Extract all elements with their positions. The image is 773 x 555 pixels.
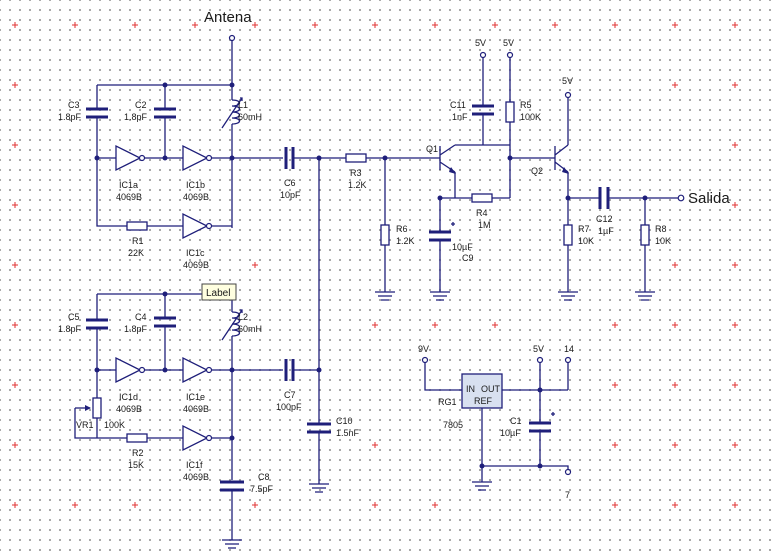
top-oscillator [86,34,283,240]
r8-value: 10K [655,236,671,246]
r3-ref: R3 [350,168,362,178]
ic1f-value: 4069B [183,472,209,482]
c7-ref: C7 [284,390,296,400]
c10-ref: C10 [336,416,353,426]
r4-ref: R4 [476,208,488,218]
q2-stage [554,91,685,301]
c5-ref: C5 [68,312,80,322]
output-label: Salida [688,190,730,207]
vr1-value: 100K [104,420,125,430]
ic1c-ref: IC1c [186,248,205,258]
c7-value: 100pF [276,402,302,412]
c11-ref: C11 [450,100,466,110]
ic1b-ref: IC1b [186,180,205,190]
grid-origin-marks [12,22,738,508]
pin-7: 7 [565,490,570,500]
r2-value: 15K [128,460,144,470]
c10-value: 1.5nF [336,428,360,438]
c9-ref: C9 [462,253,474,263]
r7-ref: R7 [578,224,590,234]
c11-value: 1nF [452,112,468,122]
l1-ref: L1 [238,100,248,110]
net-label-box[interactable]: Label [201,283,237,301]
c1-value: 10µF [500,428,521,438]
antenna-label: Antena [204,9,252,26]
r4-value: 1M [478,220,491,230]
q2-ref: Q2 [531,166,543,176]
vr1-ref: VR1 [76,420,94,430]
q1-stage [429,51,555,301]
c12-value: 1µF [598,226,614,236]
mixer-path [284,147,440,493]
c4-value: 1.8pF [124,324,148,334]
r6-value: 1.2K [396,236,415,246]
text-labels: Antena Salida C3 1.8pF C2 1.8pF L1 60mH … [58,9,730,500]
supply-5v-b: 5V [503,38,514,48]
ic1d-ref: IC1d [119,392,138,402]
rg1-ref: RG1 [438,397,457,407]
supply-5v-c: 5V [562,76,573,86]
rg1-value: 7805 [443,420,463,430]
c8-ref: C8 [258,472,270,482]
ic1e-value: 4069B [183,404,209,414]
ic1d-value: 4069B [116,404,142,414]
rg1-pin-ref: REF [474,396,493,406]
r7-value: 10K [578,236,594,246]
r1-ref: R1 [132,236,144,246]
r6-ref: R6 [396,224,408,234]
ic1a-ref: IC1a [119,180,138,190]
pin-14: 14 [564,344,574,354]
c1-ref: C1 [510,416,522,426]
c9-value: 10µF [452,242,473,252]
l2-ref: L2 [238,312,248,322]
l2-value: 60mH [238,324,262,334]
c3-value: 1.8pF [58,112,82,122]
rg1-pin-out: OUT [481,384,501,394]
q1-ref: Q1 [426,144,438,154]
net-label-text: Label [206,288,230,299]
c6-value: 10pF [280,190,301,200]
c2-value: 1.8pF [124,112,148,122]
l1-value: 60mH [238,112,262,122]
ic1f-ref: IC1f [186,460,203,470]
r1-value: 22K [128,248,144,258]
c4-ref: C4 [135,312,147,322]
supply-5v-d: 5V [533,344,544,354]
ic1c-value: 4069B [183,260,209,270]
regulator-section: IN OUT REF [421,356,572,491]
ic1b-value: 4069B [183,192,209,202]
c5-value: 1.8pF [58,324,82,334]
rg1-pin-in: IN [466,384,475,394]
c6-ref: C6 [284,178,296,188]
c2-ref: C2 [135,100,147,110]
c3-ref: C3 [68,100,80,110]
ic1e-ref: IC1e [186,392,205,402]
ic1a-value: 4069B [116,192,142,202]
r2-ref: R2 [132,448,144,458]
r8-ref: R8 [655,224,667,234]
r5-value: 100K [520,112,541,122]
r5-ref: R5 [520,100,532,110]
supply-9v: 9V [418,344,429,354]
c8-value: 7.5pF [250,484,274,494]
r3-value: 1.2K [348,180,367,190]
c12-ref: C12 [596,214,613,224]
supply-5v-a: 5V [475,38,486,48]
